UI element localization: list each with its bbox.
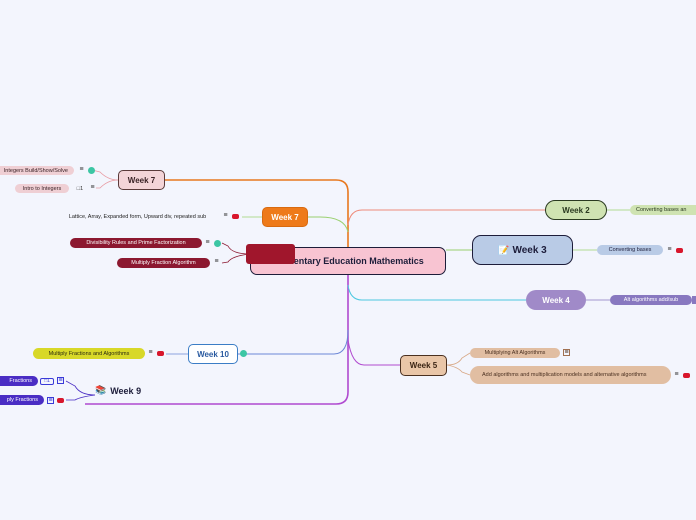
subtopic-fractions[interactable]: Fractions	[0, 376, 38, 386]
subtopic-multiply-fraction-algorithm[interactable]: Multiply Fraction Algorithm	[117, 258, 210, 268]
books-icon: 📚	[95, 385, 107, 395]
topic-red-week[interactable]	[246, 244, 295, 264]
notes-icon[interactable]: ≡	[223, 212, 228, 219]
teal-badge-icon[interactable]	[214, 240, 221, 247]
topic-week10[interactable]: Week 10	[188, 344, 238, 364]
subtopic-divisibility-rules[interactable]: Divisibility Rules and Prime Factorizati…	[70, 238, 202, 248]
topic-week9[interactable]: 📚 Week 9	[95, 385, 142, 396]
red-badge-icon[interactable]	[683, 373, 690, 378]
notes-icon[interactable]: ≡	[674, 371, 679, 378]
comment-icon[interactable]: □1	[76, 186, 84, 192]
red-badge-icon[interactable]	[676, 248, 683, 253]
topic-week5[interactable]: Week 5	[400, 355, 447, 376]
subtopic-add-algorithms-models[interactable]: Add algorithms and multiplication models…	[470, 366, 671, 384]
topic-week7-top[interactable]: Week 7	[118, 170, 165, 190]
central-topic[interactable]: Elementary Education Mathematics	[250, 247, 446, 275]
subtopic-intro-to-integers[interactable]: Intro to Integers	[15, 184, 69, 193]
notes-icon[interactable]: ≡	[205, 239, 210, 246]
subtopic-lattice-array[interactable]: Lattice, Array, Expanded form, Upward di…	[68, 213, 207, 220]
topic-week2[interactable]: Week 2	[545, 200, 607, 220]
subtopic-multiply-fractions[interactable]: ply Fractions	[0, 395, 44, 405]
notes-icon[interactable]: ≡	[90, 184, 95, 191]
teal-badge-icon[interactable]	[240, 350, 247, 357]
notes-icon[interactable]: ≡	[148, 349, 153, 356]
subtopic-converting-bases-an[interactable]: Converting bases an	[630, 205, 696, 215]
notes-icon[interactable]: ≡	[214, 258, 219, 265]
notes-icon[interactable]: ≡	[563, 349, 570, 356]
notes-icon[interactable]: ≡	[57, 377, 64, 384]
teal-badge-icon[interactable]	[88, 167, 95, 174]
notes-icon[interactable]: ≡	[79, 166, 84, 173]
subtopic-converting-bases[interactable]: Converting bases	[597, 245, 663, 255]
subtopic-integers-build-show-solve[interactable]: Integers Build/Show/Solve	[0, 166, 74, 175]
topic-week7-orange[interactable]: Week 7	[262, 207, 308, 227]
notes-icon[interactable]: ≡	[47, 397, 54, 404]
red-badge-icon[interactable]	[232, 214, 239, 219]
red-badge-icon[interactable]	[157, 351, 164, 356]
subtopic-alt-algorithms-add-sub[interactable]: Alt algorithms add/sub	[610, 295, 692, 305]
notes-icon[interactable]: ≡	[667, 246, 672, 253]
topic-week3[interactable]: 📝 Week 3	[472, 235, 573, 265]
memo-icon: 📝	[498, 244, 510, 255]
subtopic-multiply-fractions-algorithms[interactable]: Multiply Fractions and Algorithms	[33, 348, 145, 359]
topic-week4[interactable]: Week 4	[526, 290, 586, 310]
notes-icon[interactable]	[692, 296, 696, 304]
subtopic-multiplying-alt-algorithms[interactable]: Multiplying Alt Algorithms	[470, 348, 560, 358]
red-badge-icon[interactable]	[57, 398, 64, 403]
comment-icon[interactable]: □1	[40, 378, 54, 385]
